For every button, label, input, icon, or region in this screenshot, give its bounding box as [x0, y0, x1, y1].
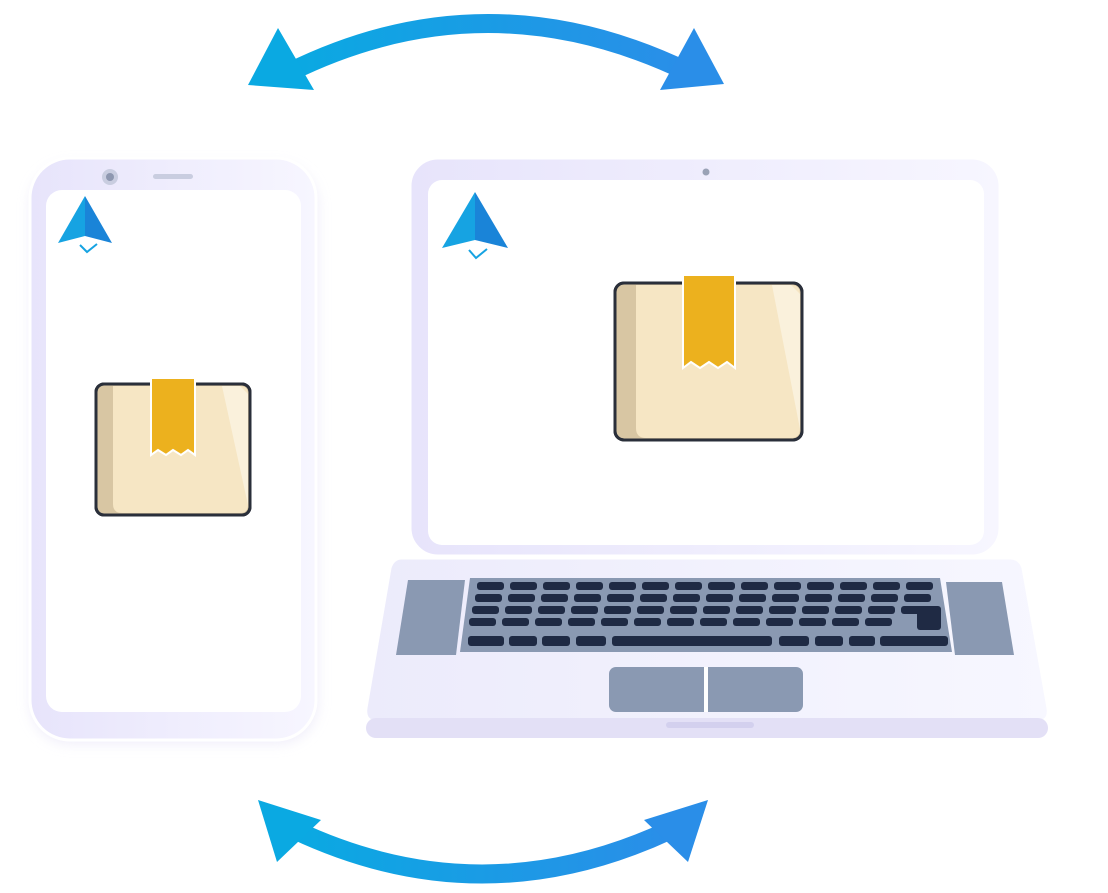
- keyboard-key: [832, 618, 859, 626]
- keyboard-key: [774, 582, 801, 590]
- keyboard-key: [772, 594, 799, 602]
- keyboard-key: [769, 606, 796, 614]
- keyboard-key: [906, 582, 933, 590]
- keyboard-key: [574, 594, 601, 602]
- laptop-device: [364, 156, 1050, 738]
- keyboard-key: [835, 606, 862, 614]
- trackpad: [609, 667, 803, 712]
- keyboard-key: [576, 636, 606, 646]
- keyboard-key: [604, 606, 631, 614]
- keyboard-key: [472, 606, 499, 614]
- keyboard-key: [541, 594, 568, 602]
- keyboard-keys: [468, 582, 948, 646]
- keyboard-key: [477, 582, 504, 590]
- keyboard-key: [779, 636, 809, 646]
- keyboard-key: [571, 606, 598, 614]
- keyboard-key: [904, 594, 931, 602]
- keyboard-key: [634, 618, 661, 626]
- keyboard-key: [838, 594, 865, 602]
- paper-plane-logo-icon: [442, 192, 508, 260]
- keyboard-key: [670, 606, 697, 614]
- paper-plane-logo-icon: [58, 196, 112, 254]
- top-double-arrow-icon: [248, 14, 724, 90]
- bottom-double-arrow-icon: [258, 800, 708, 884]
- keyboard-key: [807, 582, 834, 590]
- laptop-camera: [702, 168, 710, 176]
- phone-device: [28, 156, 318, 744]
- keyboard-key: [706, 594, 733, 602]
- keyboard-key: [509, 636, 537, 646]
- keyboard-key: [917, 606, 941, 630]
- keyboard-key: [736, 606, 763, 614]
- keyboard-key: [849, 636, 875, 646]
- keyboard-key: [542, 636, 570, 646]
- keyboard-key: [741, 582, 768, 590]
- right-speaker: [946, 582, 1014, 655]
- keyboard-key: [502, 618, 529, 626]
- keyboard-key: [505, 606, 532, 614]
- keyboard-key: [805, 594, 832, 602]
- keyboard-key: [673, 594, 700, 602]
- keyboard-key: [576, 582, 603, 590]
- keyboard-key: [880, 636, 948, 646]
- package-box-icon: [94, 377, 252, 517]
- keyboard-key: [873, 582, 900, 590]
- keyboard-key: [667, 618, 694, 626]
- keyboard-key: [543, 582, 570, 590]
- keyboard-key: [637, 606, 664, 614]
- keyboard-key: [840, 582, 867, 590]
- keyboard-key: [700, 618, 727, 626]
- keyboard-key: [703, 606, 730, 614]
- keyboard-key: [675, 582, 702, 590]
- keyboard-key: [739, 594, 766, 602]
- package-box-icon: [613, 274, 804, 442]
- keyboard-key: [538, 606, 565, 614]
- keyboard-key: [508, 594, 535, 602]
- keyboard-key: [642, 582, 669, 590]
- keyboard-key: [468, 636, 504, 646]
- keyboard-key: [609, 582, 636, 590]
- keyboard-key: [640, 594, 667, 602]
- keyboard-key: [601, 618, 628, 626]
- keyboard-key: [868, 606, 895, 614]
- keyboard-key: [708, 582, 735, 590]
- keyboard-key: [766, 618, 793, 626]
- keyboard-key: [815, 636, 843, 646]
- keyboard-key: [510, 582, 537, 590]
- phone-speaker: [153, 174, 193, 179]
- keyboard-key: [871, 594, 898, 602]
- keyboard-key: [733, 618, 760, 626]
- left-speaker: [396, 580, 465, 655]
- keyboard-key: [612, 636, 772, 646]
- keyboard-key: [802, 606, 829, 614]
- keyboard-key: [535, 618, 562, 626]
- keyboard-key: [865, 618, 892, 626]
- keyboard-key: [568, 618, 595, 626]
- keyboard-key: [475, 594, 502, 602]
- keyboard-key: [799, 618, 826, 626]
- keyboard-key: [469, 618, 496, 626]
- keyboard-key: [607, 594, 634, 602]
